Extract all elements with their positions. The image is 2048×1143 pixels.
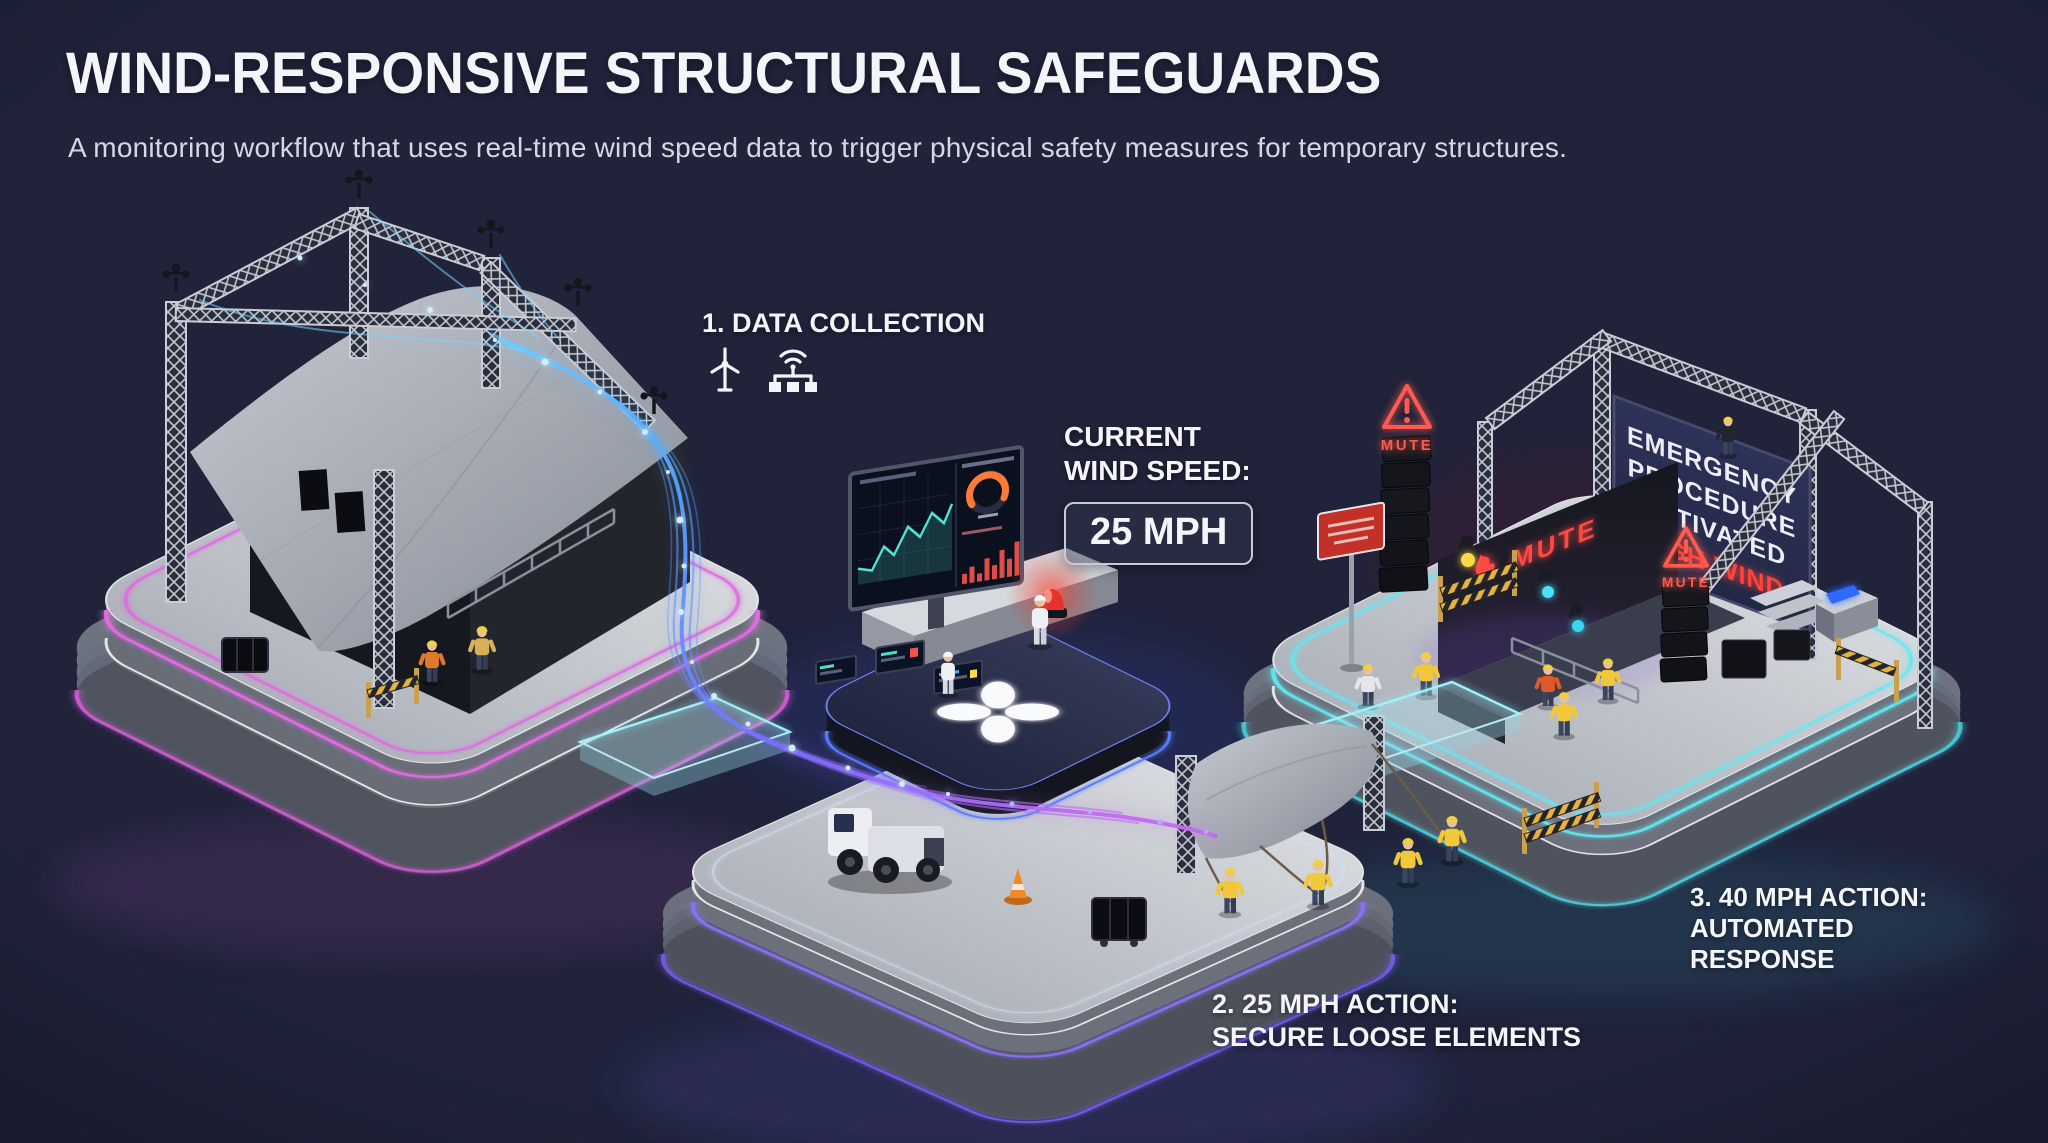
sensor-network-icon [769, 349, 817, 392]
label-step-3-automated-response: 3. 40 MPH ACTION: AUTOMATED RESPONSE [1690, 882, 1927, 975]
step3-line1: 3. 40 MPH ACTION: [1690, 882, 1928, 912]
page-subtitle: A monitoring workflow that uses real-tim… [68, 132, 1568, 163]
page-title: WIND-RESPONSIVE STRUCTURAL SAFEGUARDS [66, 41, 1382, 106]
wind-speed-label-line1: CURRENT [1064, 421, 1201, 452]
step2-line1: 2. 25 MPH ACTION: [1212, 989, 1459, 1019]
step3-line3: RESPONSE [1690, 944, 1835, 974]
wind-speed-label-line2: WIND SPEED: [1064, 455, 1251, 486]
current-wind-speed-panel: CURRENT WIND SPEED: 25 MPH [1064, 420, 1254, 565]
step3-line2: AUTOMATED [1690, 913, 1854, 943]
label-step-1-data-collection: 1. DATA COLLECTION [702, 308, 985, 338]
wind-speed-value-badge: 25 MPH [1064, 502, 1254, 565]
data-collection-icons [702, 346, 820, 394]
step2-line2: SECURE LOOSE ELEMENTS [1212, 1022, 1582, 1052]
wind-turbine-icon [710, 347, 740, 392]
label-step-2-secure-elements: 2. 25 MPH ACTION: SECURE LOOSE ELEMENTS [1212, 988, 1581, 1054]
